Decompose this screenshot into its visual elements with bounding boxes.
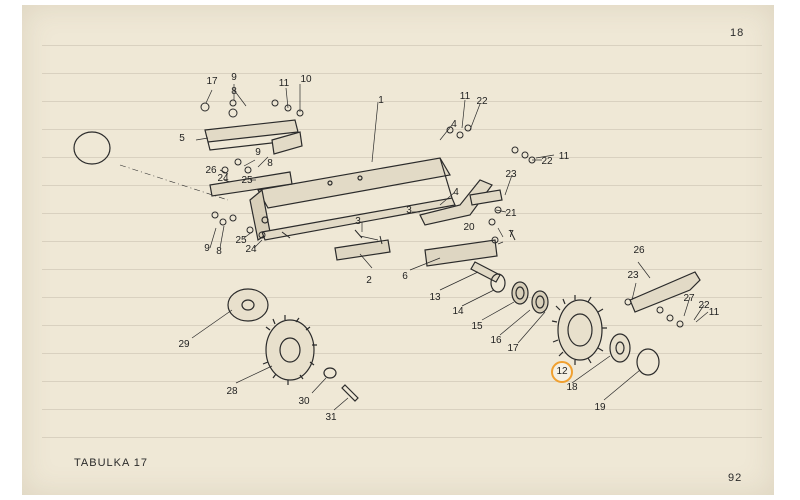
callout-18: 18 [566, 382, 578, 393]
lower-arm [209, 171, 293, 197]
callout-29: 29 [178, 339, 190, 350]
callout-8: 8 [231, 86, 237, 97]
callout-8: 8 [267, 158, 273, 169]
callout-28: 28 [226, 386, 238, 397]
disc-29 [227, 288, 269, 322]
callout-23: 23 [505, 169, 517, 180]
callout-27: 27 [683, 293, 695, 304]
callout-19: 19 [594, 402, 606, 413]
callout-30: 30 [298, 396, 310, 407]
callout-9: 9 [231, 72, 237, 83]
callout-9: 9 [204, 243, 210, 254]
callout-14: 14 [452, 306, 464, 317]
plate-6 [424, 239, 498, 267]
callout-23: 23 [627, 270, 639, 281]
callout-22: 22 [541, 156, 553, 167]
chain-sprocket-left [73, 131, 111, 165]
callout-6: 6 [402, 271, 408, 282]
corner-number: 18 [730, 27, 745, 39]
callout-22: 22 [476, 96, 488, 107]
washer-18 [609, 333, 631, 363]
nut-30 [323, 367, 337, 379]
table-label: TABULKA 17 [74, 457, 148, 469]
callout-13: 13 [429, 292, 441, 303]
callout-17: 17 [206, 76, 218, 87]
callout-26: 26 [633, 245, 645, 256]
bearing-15 [490, 273, 506, 293]
sprocket-12 [551, 295, 607, 365]
callout-25: 25 [241, 175, 253, 186]
catalog-page: 18 [22, 5, 774, 495]
callout-3: 3 [355, 216, 361, 227]
callout-25: 25 [235, 235, 247, 246]
callout-11: 11 [558, 151, 570, 162]
callout-15: 15 [471, 321, 483, 332]
callout-1: 1 [378, 95, 384, 106]
callout-4: 4 [453, 187, 459, 198]
callout-16: 16 [490, 335, 502, 346]
callout-4: 4 [451, 119, 457, 130]
callout-11: 11 [459, 91, 471, 102]
callout-9: 9 [255, 147, 261, 158]
bracket-26 [629, 271, 701, 313]
sprocket-28 [262, 315, 317, 385]
exploded-parts-diagram [73, 84, 709, 411]
callout-11: 11 [708, 307, 720, 318]
callout-12: 12 [556, 366, 568, 377]
callout-3: 3 [406, 205, 412, 216]
ring-19 [636, 348, 660, 376]
callout-22: 22 [698, 300, 710, 311]
callout-11: 11 [278, 78, 290, 89]
callout-5: 5 [179, 133, 185, 144]
page-number: 92 [728, 472, 743, 484]
callout-31: 31 [325, 412, 337, 423]
shaft-13 [470, 261, 501, 283]
callout-26: 26 [205, 165, 217, 176]
callout-24: 24 [217, 173, 229, 184]
bracket-4 [419, 179, 493, 226]
callout-21: 21 [505, 208, 517, 219]
callout-20: 20 [463, 222, 475, 233]
callout-7: 7 [508, 229, 514, 240]
callout-10: 10 [300, 74, 312, 85]
callout-17: 17 [507, 343, 519, 354]
plate-2 [334, 239, 391, 261]
callout-8: 8 [216, 246, 222, 257]
bolt-31 [341, 384, 359, 402]
callout-2: 2 [366, 275, 372, 286]
callout-24: 24 [245, 244, 257, 255]
highlighted-callout[interactable]: 12 [551, 361, 573, 383]
